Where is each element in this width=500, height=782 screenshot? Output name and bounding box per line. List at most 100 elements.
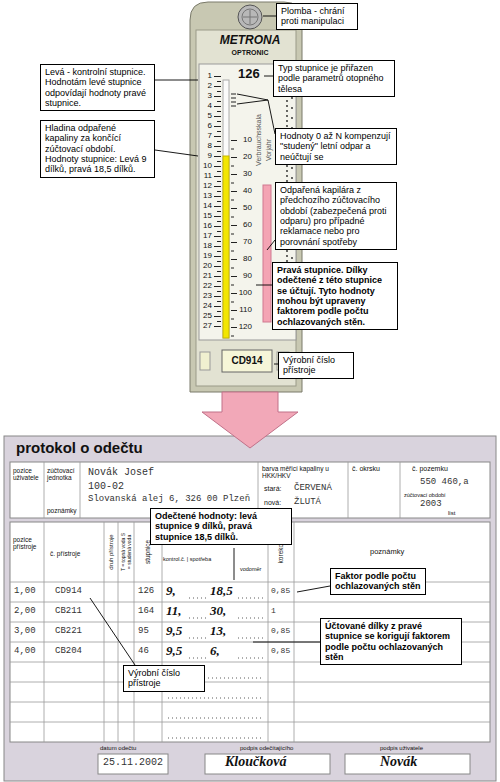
scale-ticks: [231, 302, 234, 303]
scale-ticks: [286, 165, 288, 167]
scale-ticks: [286, 100, 288, 102]
scale-ticks: [217, 201, 221, 202]
scale-ticks: [286, 120, 288, 122]
form-text: 4,00: [14, 647, 36, 657]
table-grid: [168, 698, 264, 699]
scale-label: 10: [243, 136, 252, 145]
scale-ticks: [214, 296, 221, 297]
form-text: 1: [271, 607, 276, 616]
table-grid: [10, 682, 490, 683]
scale-ticks: [217, 281, 221, 282]
callout-box: Výrobní číslo přístroje: [278, 352, 354, 379]
table-grid: [189, 618, 206, 619]
scale-ticks: [217, 251, 221, 252]
scale-ticks: [214, 196, 221, 197]
scale-label: 3: [208, 92, 212, 101]
scale-label: 13: [203, 192, 212, 201]
seal-ring: [242, 9, 258, 25]
scale-ticks: [214, 136, 221, 137]
scale-label: OPTRONIC: [232, 49, 269, 57]
form-text: 25.11.2002: [103, 757, 163, 768]
signature-field: [205, 754, 330, 774]
form-text: 126: [138, 587, 154, 597]
form-text: 95: [138, 627, 149, 637]
date-field: [98, 754, 168, 774]
callout-box: Plomba - chrání proti manipulaci: [276, 3, 358, 30]
form-text: 2003: [420, 500, 442, 510]
table-grid: [162, 522, 163, 742]
scale-label: METRONA: [220, 34, 281, 47]
scale-ticks: [217, 271, 221, 272]
scale-label: 9: [208, 152, 212, 161]
scale-label: 16: [203, 222, 212, 231]
scale-ticks: [231, 166, 234, 167]
form-text: 18,5: [210, 584, 233, 598]
form-text: Slovanská alej 6, 326 00 Plzeň: [88, 495, 250, 505]
scale-ticks: [214, 326, 221, 327]
form-text: ČERVENÁ: [294, 484, 332, 494]
scale-ticks: [231, 268, 234, 269]
scale-ticks: [231, 200, 234, 201]
scale-ticks: [231, 102, 236, 103]
scale-label: 24: [203, 302, 212, 311]
scale-ticks: [214, 316, 221, 317]
old-capillary: [263, 185, 271, 322]
scale-label: 17: [203, 232, 212, 241]
form-text: 11,: [166, 604, 182, 618]
scale-ticks: [217, 91, 221, 92]
scale-ticks: [214, 186, 221, 187]
scale-ticks: [286, 125, 288, 127]
callout-box: Odpařená kapilára z předchozího zúčtovac…: [275, 182, 397, 250]
scale-ticks: [291, 107, 293, 109]
scale-ticks: [217, 101, 221, 102]
scale-ticks: [231, 208, 237, 209]
callout-text: Hodnoty 0 až N kompenzují "studený" letn…: [280, 131, 392, 162]
leader-line: [155, 80, 198, 81]
scale-ticks: [231, 191, 237, 192]
scale-label: 100: [239, 289, 252, 298]
scale-ticks: [217, 171, 221, 172]
table-grid: [168, 718, 264, 719]
scale-label: 5: [208, 112, 212, 121]
callout-text: Výrobní číslo přístroje: [128, 668, 200, 689]
leader-line: [253, 642, 320, 643]
seal: [238, 5, 262, 29]
callout-box: Výrobní číslo přístroje: [123, 665, 205, 692]
callout-text: Účtované dílky z pravé stupnice se korig…: [325, 621, 457, 662]
table-grid: [348, 462, 349, 518]
form-text: 100-02: [88, 481, 124, 492]
scale-label: 110: [239, 306, 252, 315]
leader-line: [155, 150, 198, 156]
scale-ticks: [286, 105, 288, 107]
scale-ticks: [217, 121, 221, 122]
scale-ticks: [291, 167, 293, 169]
seal-mark: [243, 10, 257, 24]
form-text: podpis odečítajícího: [240, 745, 293, 752]
scale-ticks: [214, 76, 221, 77]
form-text: protokol o odečtu: [16, 440, 143, 457]
table-grid: [44, 462, 45, 518]
scale-ticks: [214, 266, 221, 267]
form-text: 9,5: [166, 624, 182, 638]
scale-ticks: [214, 286, 221, 287]
table-grid: [168, 738, 264, 739]
form-text: 13,: [210, 624, 226, 638]
scale-label: 12: [203, 182, 212, 191]
scale-ticks: [217, 321, 221, 322]
form-text: CB211: [55, 607, 82, 617]
table-grid: [268, 522, 269, 742]
scale-label: 4: [208, 102, 212, 111]
scale-ticks: [231, 217, 234, 218]
scale-ticks: [231, 98, 236, 99]
callout-text: Hladina odpařené kapaliny za končící zúč…: [45, 123, 150, 175]
scale-ticks: [217, 241, 221, 242]
scale-ticks: [231, 251, 234, 252]
scale-ticks: [217, 141, 221, 142]
scale-label: 2: [208, 82, 212, 91]
form-text: 0,85: [271, 647, 290, 656]
leader-line: [256, 285, 272, 286]
scale-ticks: [231, 149, 234, 150]
scale-ticks: [214, 106, 221, 107]
scale-ticks: [217, 221, 221, 222]
scale-ticks: [286, 115, 288, 117]
